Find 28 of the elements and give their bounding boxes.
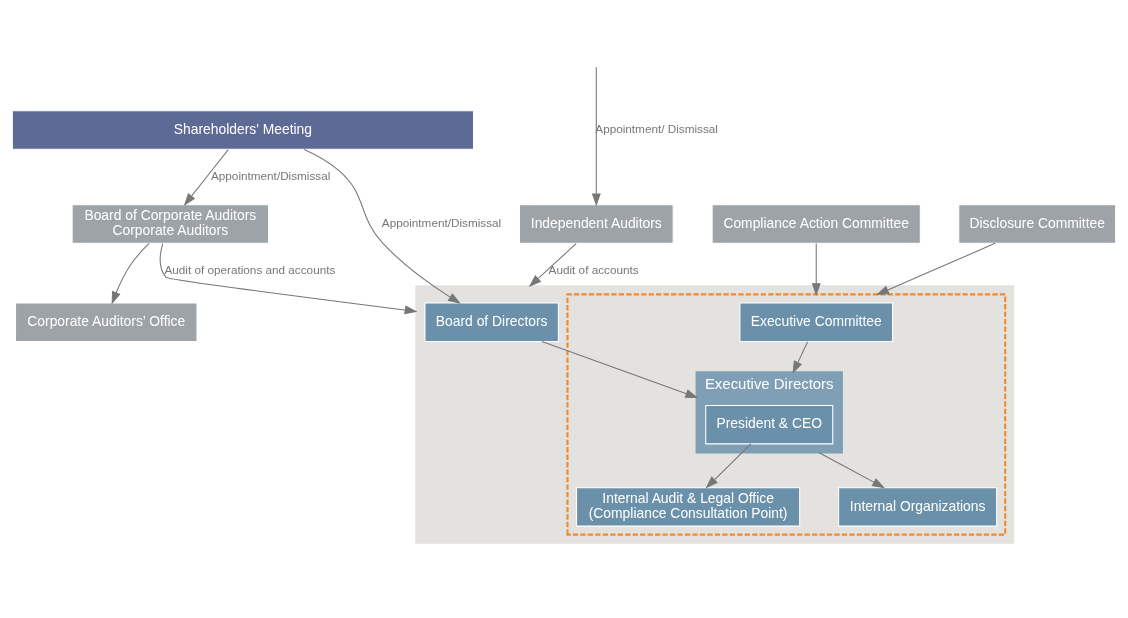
edge-label: Appointment/Dismissal: [381, 215, 502, 229]
arrow: [876, 242, 996, 296]
arrow: [591, 66, 601, 207]
arrow: [159, 243, 418, 315]
node-box: Internal Organizations: [838, 487, 998, 527]
edge-label: Audit of operations and accounts: [164, 262, 336, 276]
cluster: [566, 293, 1007, 536]
node-box: Shareholders' Meeting: [11, 110, 475, 150]
arrow: [811, 243, 821, 297]
node-box: Board of Directors: [424, 302, 559, 342]
node-box: Board of Corporate Auditors Corporate Auditors: [71, 204, 270, 244]
arrow: [792, 341, 809, 374]
node-box: Corporate Auditors’ Office: [15, 302, 198, 342]
edge-label: Audit of accounts: [548, 262, 639, 276]
arrow: [303, 148, 461, 304]
node-box: Independent Auditors: [518, 204, 674, 244]
arrow: [818, 451, 885, 489]
arrow: [183, 149, 229, 206]
edge-label: Appointment/Dismissal: [211, 168, 331, 182]
node-box: Disclosure Committee: [958, 204, 1117, 244]
arrow: [111, 242, 150, 305]
arrow: [528, 243, 577, 287]
node-box: Internal Audit & Legal Office (Compliance Consultation Point): [576, 487, 801, 527]
arrow: [541, 340, 699, 398]
arrow: [705, 443, 752, 489]
node-box: Executive Committee: [739, 302, 894, 342]
node-box: President & CEO: [705, 404, 834, 445]
node-box: Compliance Action Committee: [711, 204, 921, 244]
